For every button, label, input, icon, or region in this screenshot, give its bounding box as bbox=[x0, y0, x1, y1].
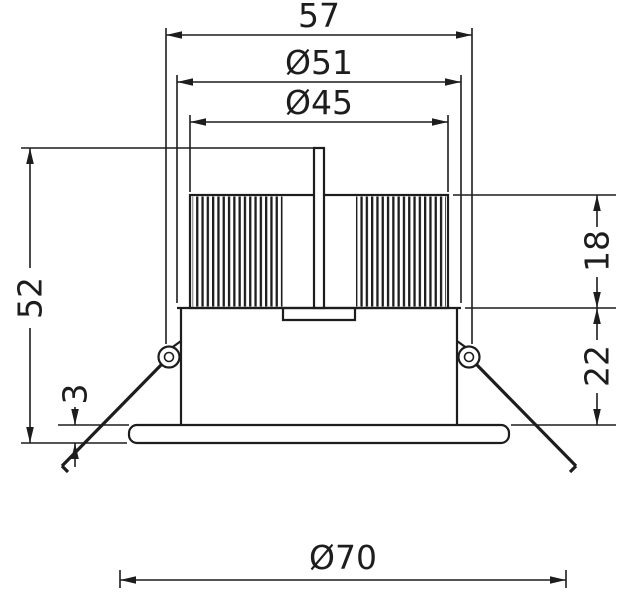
spring-arm-right bbox=[474, 362, 578, 468]
body-center-notch bbox=[281, 308, 357, 322]
downlight-fixture bbox=[60, 146, 578, 474]
center-pin bbox=[312, 146, 326, 310]
dim-label-fin-section-height: 18 bbox=[578, 230, 617, 272]
clip-left-coil bbox=[157, 345, 181, 369]
dimension-labels: 57 Ø51 Ø45 52 3 18 22 Ø70 bbox=[11, 0, 617, 577]
spring-arm-right-foot bbox=[568, 464, 578, 474]
dim-label-heatsink-diameter: Ø51 bbox=[285, 43, 353, 82]
clip-right-coil bbox=[457, 345, 481, 369]
extension-lines bbox=[21, 28, 616, 588]
dimension-lines bbox=[26, 31, 601, 584]
heatsink-fins-left bbox=[192, 196, 283, 307]
dim-label-total-height: 52 bbox=[11, 277, 50, 319]
spring-arm-left bbox=[60, 362, 164, 468]
dim-label-body-height: 22 bbox=[578, 345, 617, 387]
trim-flange bbox=[127, 423, 511, 445]
heatsink-fins-right bbox=[356, 196, 446, 307]
dim-label-fin-diameter: Ø45 bbox=[285, 83, 353, 122]
dim-label-flange-diameter: Ø70 bbox=[309, 538, 377, 577]
spring-arm-left-foot bbox=[60, 464, 70, 474]
dim-label-top-width: 57 bbox=[298, 0, 340, 35]
clip-right-coil-center bbox=[463, 351, 475, 363]
dim-label-flange-thickness: 3 bbox=[56, 384, 95, 405]
clip-left-coil-center bbox=[163, 351, 175, 363]
